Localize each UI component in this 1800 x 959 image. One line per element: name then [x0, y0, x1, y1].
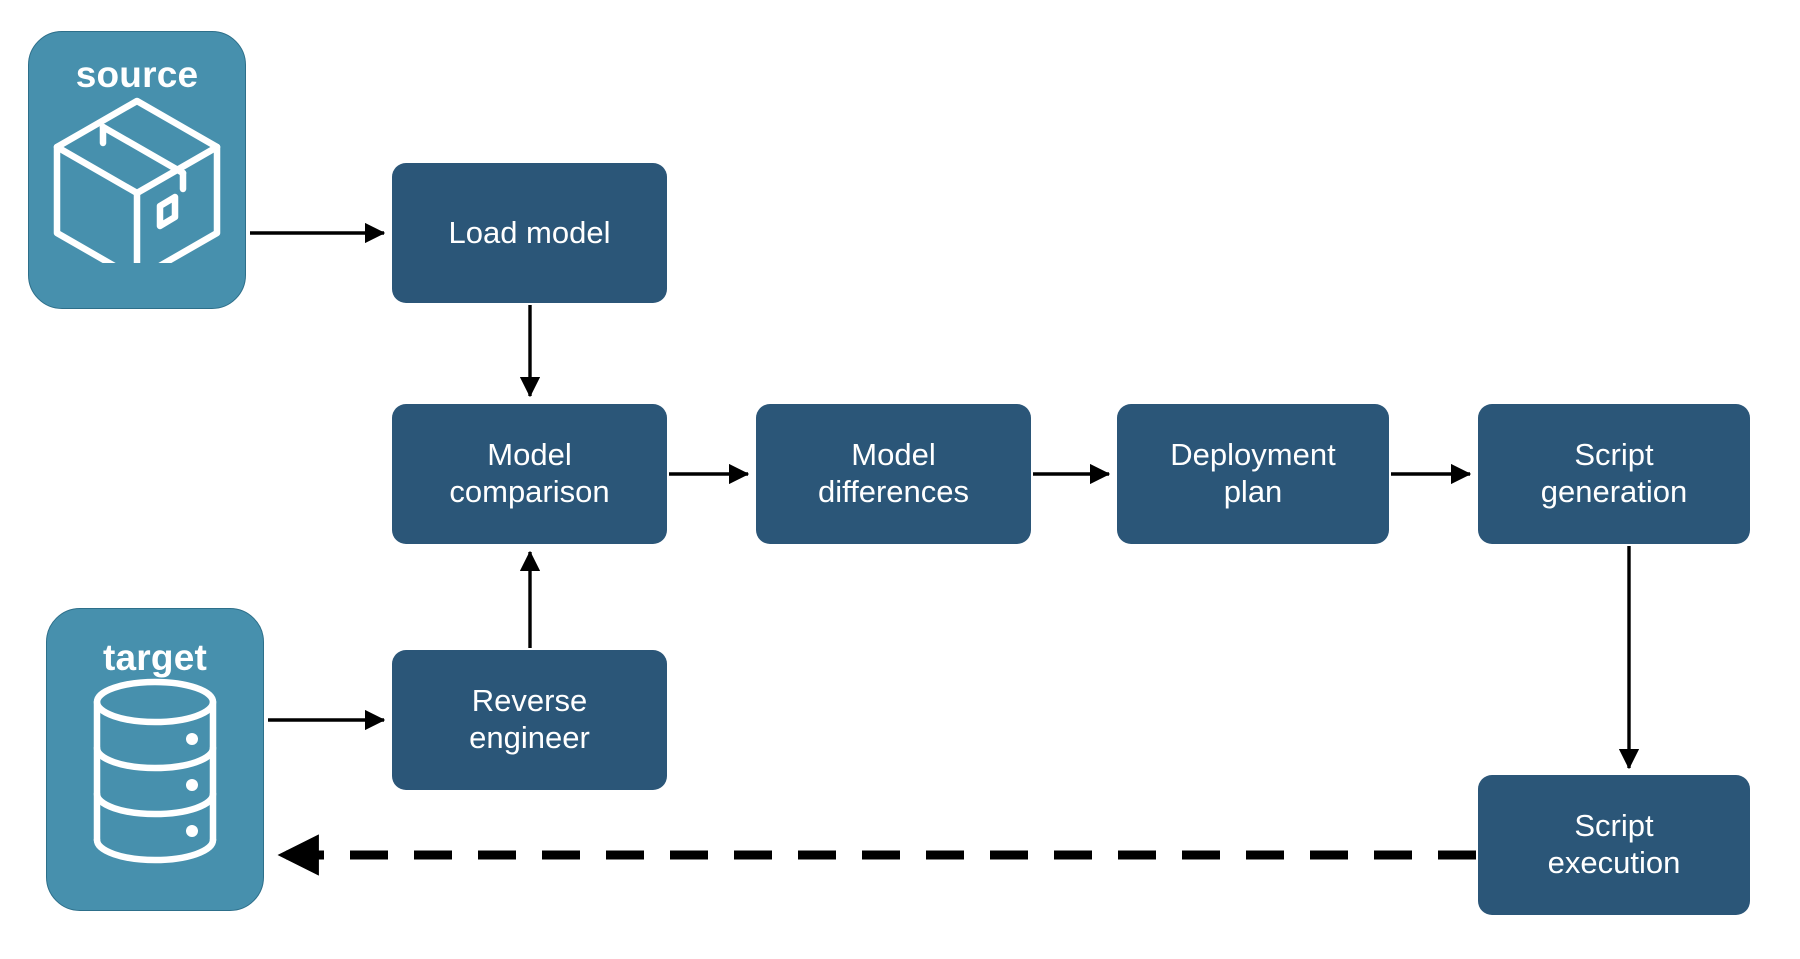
node-model-comparison[interactable]: Model comparison	[392, 404, 667, 544]
node-label: Model differences	[817, 437, 970, 509]
node-label: Reverse engineer	[469, 683, 590, 755]
endpoint-card-source[interactable]: source	[28, 31, 246, 309]
node-load-model[interactable]: Load model	[392, 163, 667, 303]
node-label: Script execution	[1547, 808, 1681, 880]
node-label: Script generation	[1540, 437, 1688, 509]
node-label: Load model	[448, 214, 611, 250]
package-box-icon	[53, 97, 221, 263]
node-script-execution[interactable]: Script execution	[1478, 775, 1750, 915]
endpoint-label-source: source	[75, 54, 199, 95]
node-reverse-engineer[interactable]: Reverse engineer	[392, 650, 667, 790]
node-label: Model comparison	[449, 437, 610, 509]
node-model-differences[interactable]: Model differences	[756, 404, 1031, 544]
endpoint-card-target[interactable]: target	[46, 608, 264, 911]
endpoint-label-target: target	[103, 637, 207, 678]
node-label: Deployment plan	[1170, 437, 1336, 509]
node-deployment-plan[interactable]: Deployment plan	[1117, 404, 1389, 544]
database-cylinder-icon	[93, 678, 217, 864]
node-script-generation[interactable]: Script generation	[1478, 404, 1750, 544]
